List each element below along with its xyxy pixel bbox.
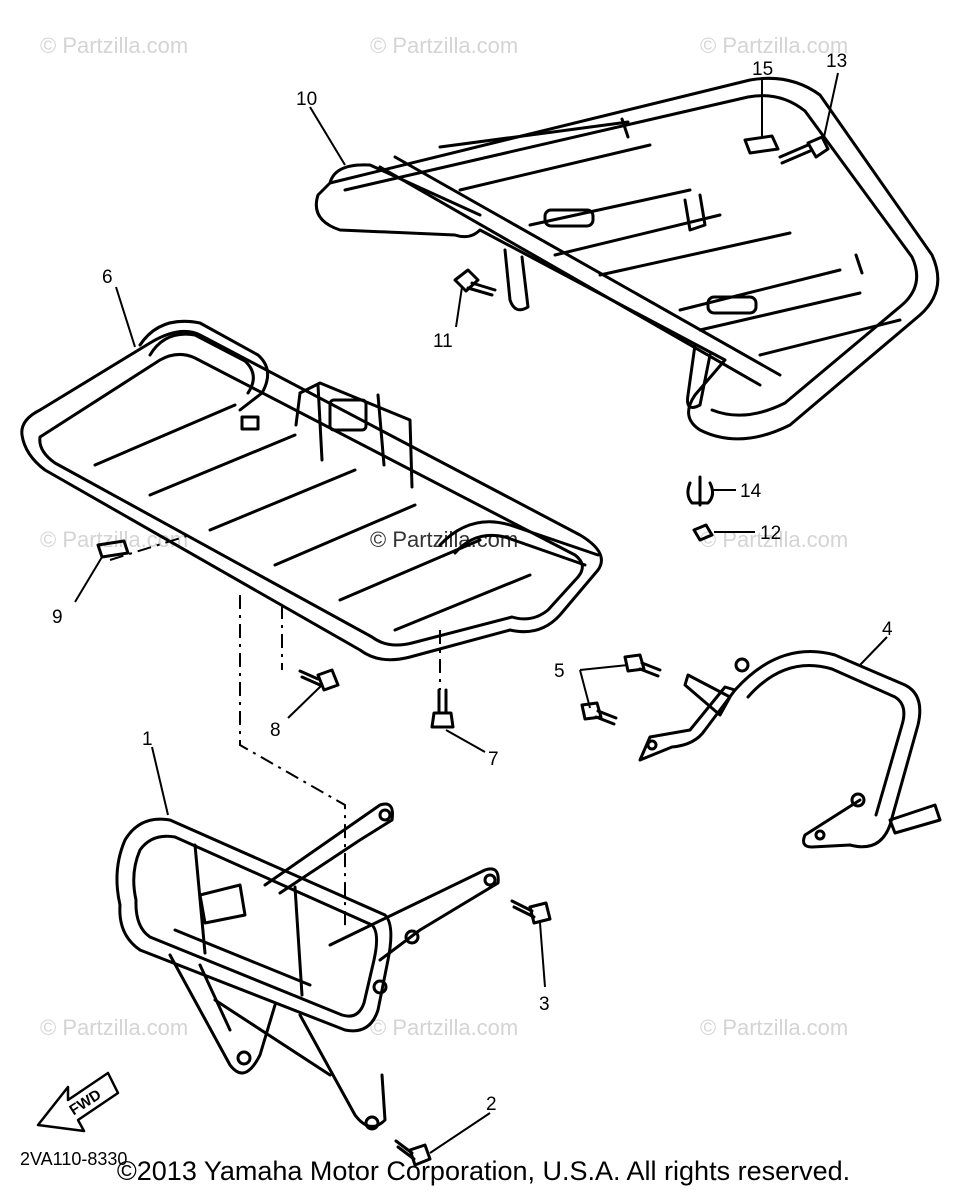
callout-14: 14 <box>740 481 762 502</box>
assembly-lines <box>109 534 441 930</box>
callout-4: 4 <box>882 619 893 640</box>
watermark: © Partzilla.com <box>40 527 188 552</box>
watermark: © Partzilla.com <box>40 33 188 58</box>
bolt-7 <box>430 688 455 729</box>
forward-arrow-icon: FWD <box>36 1071 120 1133</box>
callout-11: 11 <box>433 331 453 352</box>
copyright-notice: ©2013 Yamaha Motor Corporation, U.S.A. A… <box>116 1156 851 1186</box>
callout-7: 7 <box>488 749 499 770</box>
decal-9 <box>96 539 130 559</box>
callout-8: 8 <box>270 720 281 741</box>
callout-5: 5 <box>554 661 565 682</box>
callout-9: 9 <box>52 607 63 628</box>
callout-13: 13 <box>826 51 847 72</box>
bolt-13 <box>778 135 830 165</box>
watermark: © Partzilla.com <box>700 1015 848 1040</box>
callout-2: 2 <box>486 1094 497 1115</box>
bolt-5a <box>623 653 662 678</box>
watermark: © Partzilla.com <box>40 1015 188 1040</box>
front-guard <box>115 802 500 1131</box>
callout-labels: 10 15 13 11 6 14 12 9 8 7 5 4 1 3 2 <box>52 51 893 1115</box>
watermark: © Partzilla.com <box>700 33 848 58</box>
callout-leaders <box>74 72 888 1154</box>
diagram-code: 2VA110-8330 <box>20 1149 127 1169</box>
clip-14 <box>686 475 715 507</box>
bolt-3 <box>510 899 552 925</box>
bolt-5b <box>580 701 618 726</box>
watermark: © Partzilla.com <box>370 33 518 58</box>
bolt-2 <box>394 1139 432 1167</box>
watermark: © Partzilla.com <box>370 1015 518 1040</box>
callout-12: 12 <box>760 523 781 544</box>
callout-6: 6 <box>102 267 113 288</box>
callout-15: 15 <box>752 59 773 80</box>
stay-bracket <box>638 650 942 849</box>
callout-10: 10 <box>296 89 317 110</box>
callout-1: 1 <box>142 729 153 750</box>
decal-15 <box>743 134 780 155</box>
callout-3: 3 <box>539 994 550 1015</box>
rear-carrier <box>314 76 940 441</box>
nut-12 <box>692 523 714 542</box>
front-carrier <box>20 319 603 662</box>
